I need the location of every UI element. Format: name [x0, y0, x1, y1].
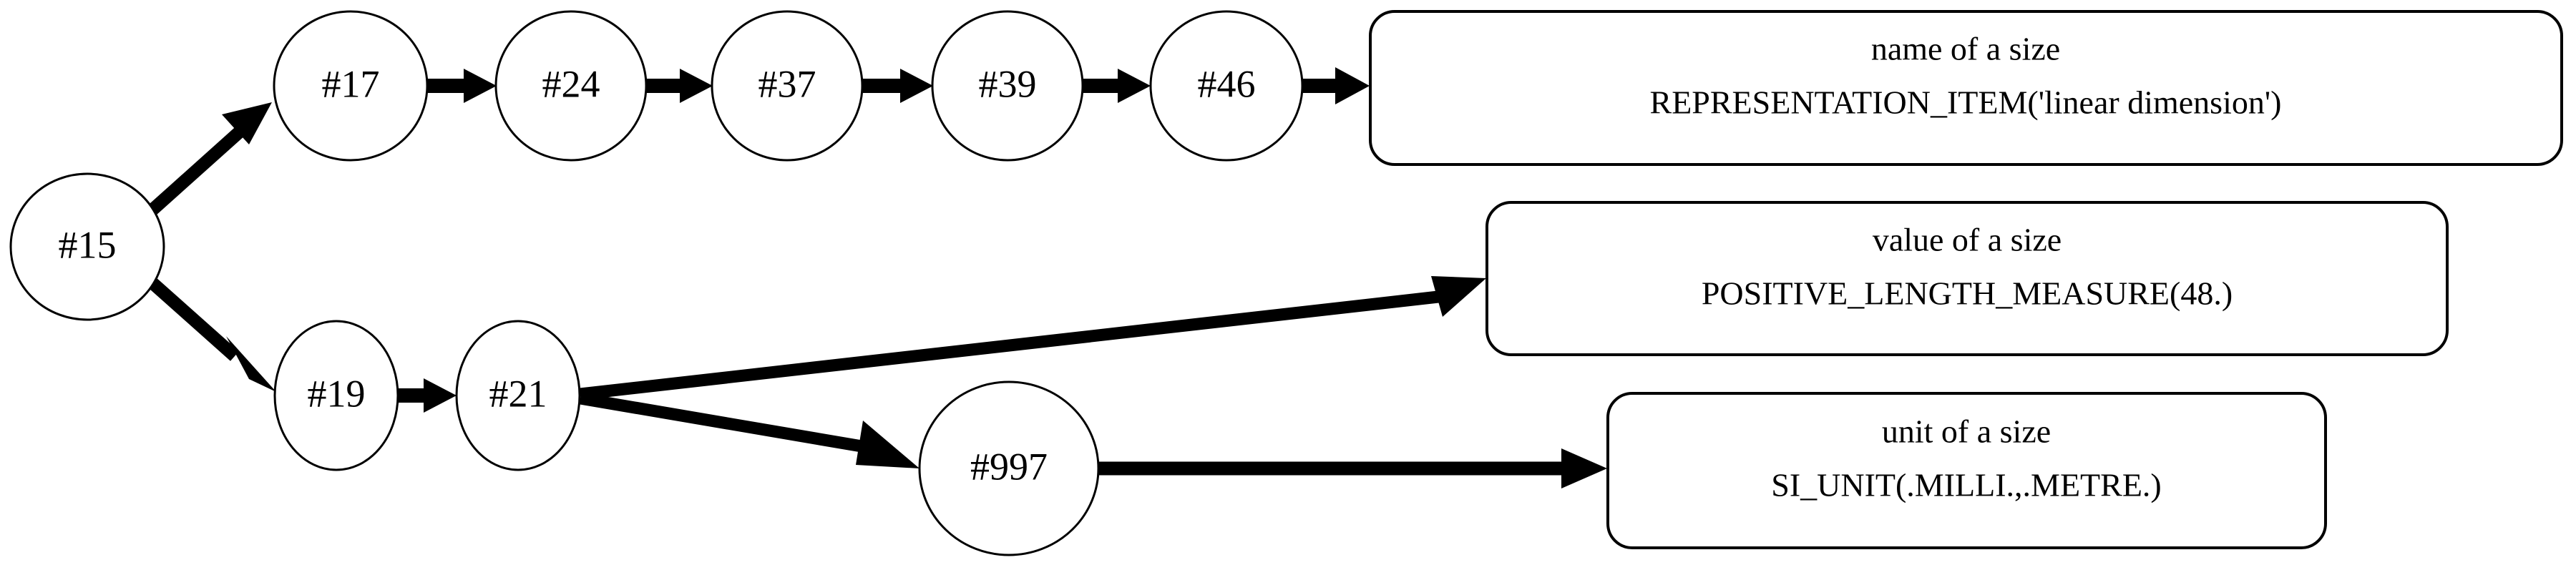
edge-15-to-19 [145, 275, 276, 392]
node-997[interactable]: #997 [918, 380, 1100, 556]
box-value-of-a-size[interactable]: value of a size POSITIVE_LENGTH_MEASURE(… [1485, 201, 2449, 356]
box-unit-of-a-size-line2: SI_UNIT(.MILLI.,.METRE.) [1771, 467, 2162, 503]
node-21-ellipse[interactable] [455, 320, 581, 471]
node-997-label: #997 [970, 445, 1048, 488]
box-unit-of-a-size-shape[interactable] [1606, 392, 2327, 549]
edge-19-to-21-arrowhead [424, 378, 457, 413]
edge-15-to-19-line [145, 275, 239, 361]
edge-17-to-24-arrowhead [464, 69, 497, 103]
edge-21-to-value-box-line [580, 290, 1439, 401]
node-19[interactable]: #19 [273, 320, 399, 471]
box-value-of-a-size-line1: value of a size [1873, 222, 2062, 258]
node-15-label: #15 [59, 223, 117, 266]
node-39[interactable]: #39 [931, 10, 1084, 162]
node-24-label: #24 [542, 62, 600, 105]
node-24-ellipse[interactable] [494, 10, 648, 162]
edge-15-to-17-line [145, 121, 251, 217]
edge-21-to-997 [579, 392, 919, 468]
edge-24-to-37 [647, 69, 713, 103]
edge-39-to-46-arrowhead [1118, 69, 1151, 103]
edge-997-to-unit-box-arrowhead [1561, 448, 1607, 488]
edge-39-to-46 [1083, 69, 1151, 103]
edge-21-to-value-box [580, 276, 1486, 401]
node-19-label: #19 [308, 372, 366, 415]
node-21-label: #21 [489, 372, 547, 415]
node-19-ellipse[interactable] [273, 320, 399, 471]
box-name-of-a-size-shape[interactable] [1369, 10, 2563, 166]
edge-21-to-997-arrowhead [856, 421, 919, 468]
edge-37-to-39-arrowhead [900, 69, 933, 103]
node-37[interactable]: #37 [711, 10, 864, 162]
edge-15-to-19-arrowhead [226, 336, 276, 392]
node-37-label: #37 [758, 62, 816, 105]
node-39-label: #39 [979, 62, 1037, 105]
edge-21-to-997-line [579, 392, 867, 453]
node-15[interactable]: #15 [9, 172, 165, 321]
edge-15-to-17 [145, 102, 272, 217]
box-unit-of-a-size-line1: unit of a size [1882, 413, 2051, 450]
node-17[interactable]: #17 [273, 10, 429, 162]
node-15-ellipse[interactable] [9, 172, 165, 321]
box-name-of-a-size[interactable]: name of a size REPRESENTATION_ITEM('line… [1369, 10, 2563, 166]
nodes-layer: #15 #17 #24 #37 #39 #46 [9, 10, 1304, 556]
edge-24-to-37-arrowhead [680, 69, 713, 103]
node-24[interactable]: #24 [494, 10, 648, 162]
box-value-of-a-size-shape[interactable] [1485, 201, 2449, 356]
edge-15-to-17-arrowhead [222, 102, 272, 144]
edges-layer [145, 67, 1607, 488]
boxes-layer: name of a size REPRESENTATION_ITEM('line… [1369, 10, 2563, 549]
node-46-ellipse[interactable] [1149, 10, 1304, 162]
edge-19-to-21 [399, 378, 457, 413]
node-17-ellipse[interactable] [273, 10, 429, 162]
edge-46-to-name-box-arrowhead [1335, 67, 1370, 104]
node-37-ellipse[interactable] [711, 10, 864, 162]
node-997-ellipse[interactable] [918, 380, 1100, 556]
box-unit-of-a-size[interactable]: unit of a size SI_UNIT(.MILLI.,.METRE.) [1606, 392, 2327, 549]
edge-17-to-24 [428, 69, 497, 103]
box-name-of-a-size-line1: name of a size [1871, 31, 2060, 67]
node-21[interactable]: #21 [455, 320, 581, 471]
node-39-ellipse[interactable] [931, 10, 1084, 162]
edge-21-to-value-box-arrowhead [1431, 276, 1486, 317]
node-17-label: #17 [322, 62, 380, 105]
edge-997-to-unit-box [1099, 448, 1607, 488]
edge-46-to-name-box [1303, 67, 1370, 104]
box-name-of-a-size-line2: REPRESENTATION_ITEM('linear dimension') [1650, 84, 2282, 121]
node-46[interactable]: #46 [1149, 10, 1304, 162]
edge-37-to-39 [863, 69, 933, 103]
node-46-label: #46 [1198, 62, 1256, 105]
box-value-of-a-size-line2: POSITIVE_LENGTH_MEASURE(48.) [1702, 275, 2233, 312]
